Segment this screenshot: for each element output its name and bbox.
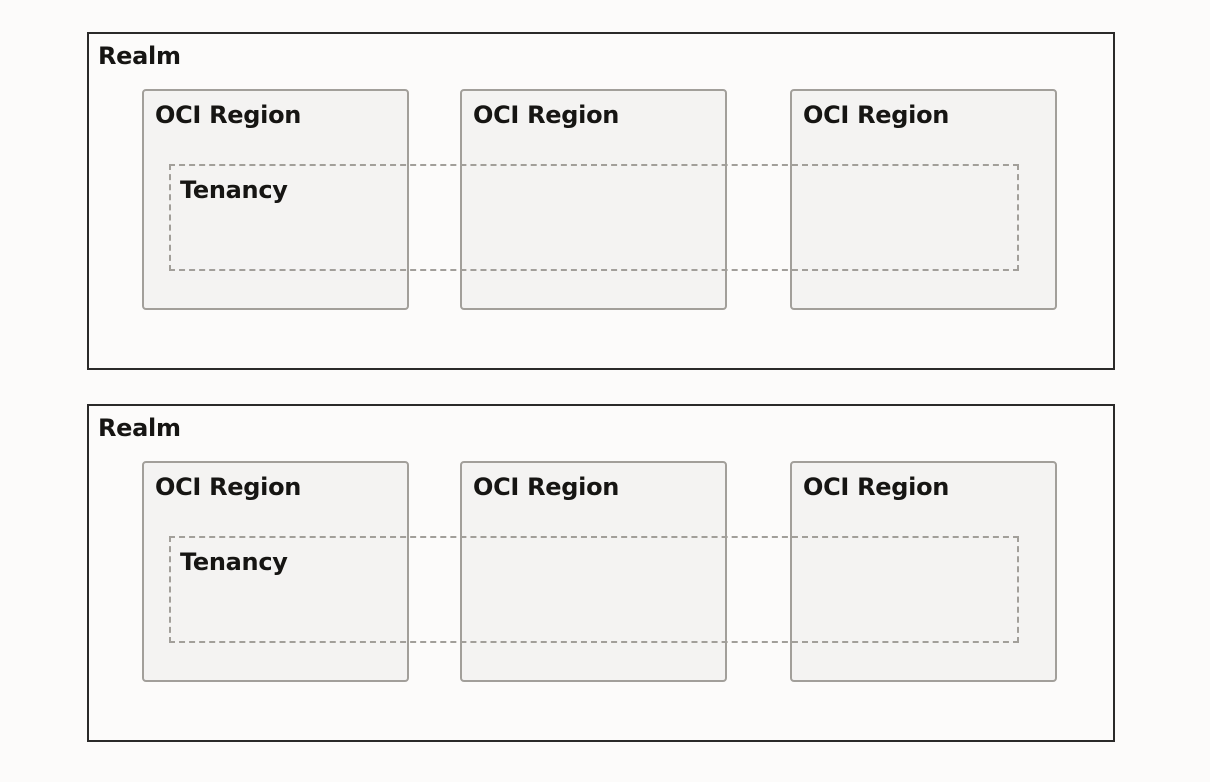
oci-region-2: OCI Region	[460, 89, 727, 310]
region-label: OCI Region	[155, 101, 302, 129]
region-label: OCI Region	[803, 473, 950, 501]
realm-1: Realm OCI Region OCI Region OCI Region T…	[87, 32, 1115, 370]
tenancy-boundary: Tenancy	[169, 536, 1019, 643]
region-label: OCI Region	[473, 101, 620, 129]
region-label: OCI Region	[155, 473, 302, 501]
tenancy-label: Tenancy	[180, 176, 288, 204]
oci-region-1: OCI Region	[142, 461, 409, 682]
oci-region-3: OCI Region	[790, 89, 1057, 310]
realm-2: Realm OCI Region OCI Region OCI Region T…	[87, 404, 1115, 742]
tenancy-label: Tenancy	[180, 548, 288, 576]
oci-region-2: OCI Region	[460, 461, 727, 682]
realm-label: Realm	[98, 42, 181, 70]
region-label: OCI Region	[473, 473, 620, 501]
realm-label: Realm	[98, 414, 181, 442]
oci-region-3: OCI Region	[790, 461, 1057, 682]
oci-region-1: OCI Region	[142, 89, 409, 310]
tenancy-boundary: Tenancy	[169, 164, 1019, 271]
region-label: OCI Region	[803, 101, 950, 129]
